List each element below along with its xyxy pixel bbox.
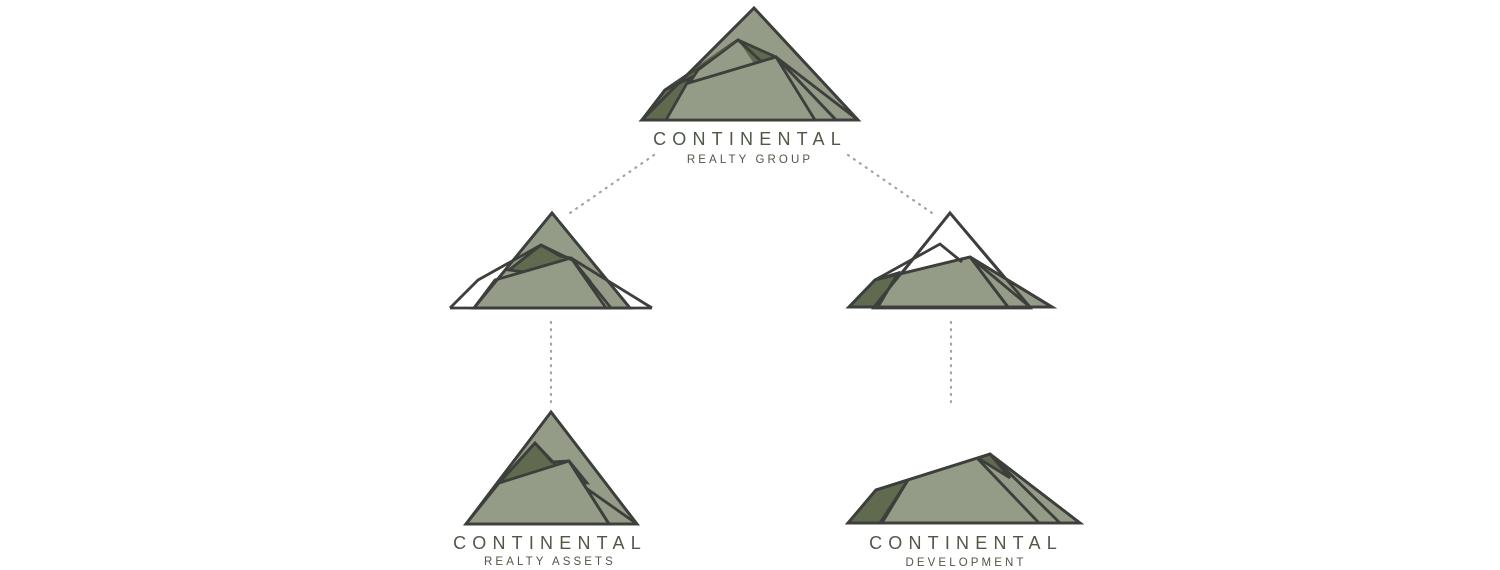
- title-continental: CONTINENTAL: [653, 129, 847, 149]
- title-continental: CONTINENTAL: [453, 533, 647, 553]
- connector-top-to-right: [846, 153, 934, 215]
- logo-mountain-development-icon: [844, 452, 1085, 525]
- subtitle-development: DEVELOPMENT: [905, 557, 1027, 569]
- connector-top-to-left: [568, 153, 656, 215]
- label-development: CONTINENTAL DEVELOPMENT: [816, 534, 1116, 570]
- subtitle-realty-group: REALTY GROUP: [686, 154, 814, 166]
- subtitle-realty-assets: REALTY ASSETS: [484, 556, 616, 568]
- title-continental: CONTINENTAL: [869, 533, 1063, 553]
- logo-mountain-top-icon: [638, 5, 862, 122]
- logo-mountain-right-variant-icon: [845, 210, 1057, 310]
- logo-mountain-left-variant-icon: [449, 210, 653, 310]
- label-realty-assets: CONTINENTAL REALTY ASSETS: [400, 534, 700, 569]
- connectors: [549, 153, 953, 404]
- label-realty-group: CONTINENTAL REALTY GROUP: [600, 130, 900, 167]
- logo-mountain-assets-icon: [463, 409, 640, 526]
